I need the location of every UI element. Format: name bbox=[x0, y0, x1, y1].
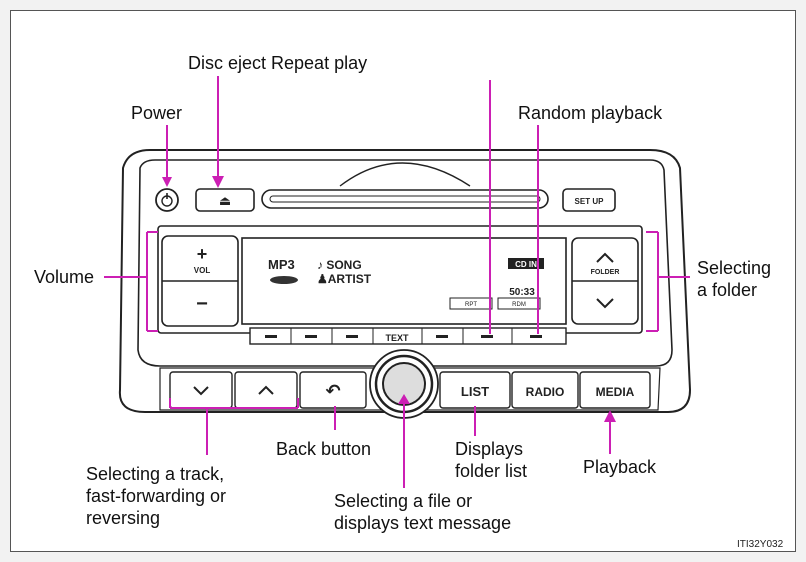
chevron-down-icon bbox=[193, 386, 209, 396]
rpt-box bbox=[449, 297, 493, 310]
volume-up-button[interactable]: + bbox=[197, 244, 208, 264]
radio-button[interactable] bbox=[511, 371, 579, 409]
label-power: Power bbox=[131, 103, 183, 123]
disc-logo bbox=[270, 276, 298, 284]
text-button-label[interactable]: TEXT bbox=[385, 333, 409, 343]
eject-button[interactable] bbox=[195, 188, 255, 212]
list-label: LIST bbox=[461, 384, 489, 399]
volume-down-button[interactable]: − bbox=[196, 293, 208, 315]
bottom-button-row bbox=[159, 367, 661, 411]
back-button[interactable] bbox=[299, 371, 367, 409]
radio-label: RADIO bbox=[526, 385, 565, 399]
folder-label: FOLDER bbox=[591, 269, 620, 276]
power-button[interactable] bbox=[155, 188, 179, 212]
track-down-button[interactable] bbox=[169, 371, 233, 409]
setup-label: SET UP bbox=[575, 197, 605, 206]
media-label: MEDIA bbox=[596, 385, 635, 399]
rdm-box bbox=[497, 297, 541, 310]
media-button[interactable] bbox=[579, 371, 651, 409]
mp3-indicator: MP3 bbox=[268, 257, 295, 272]
callout-lines bbox=[104, 76, 690, 488]
label-selecting-folder: Selecting a folder bbox=[697, 258, 772, 300]
disc-slot bbox=[261, 189, 549, 209]
label-volume: Volume bbox=[34, 267, 95, 287]
cd-in-text: CD IN bbox=[515, 260, 537, 269]
label-random-playback: Random playback bbox=[518, 103, 663, 123]
folder-up-button[interactable] bbox=[596, 252, 614, 263]
back-arrow-icon: ↶ bbox=[325, 381, 340, 402]
eject-icon: ⏏ bbox=[219, 193, 231, 208]
folder-down-button[interactable] bbox=[596, 298, 614, 309]
label-back-button: Back button bbox=[276, 439, 372, 459]
rdm-text: RDM bbox=[512, 302, 526, 308]
time-text: 50:33 bbox=[509, 287, 535, 298]
disc-slot-arc bbox=[339, 162, 471, 187]
artist-text: ♟ARTIST bbox=[317, 272, 372, 286]
track-up-button[interactable] bbox=[234, 371, 298, 409]
chevron-up-icon bbox=[258, 385, 274, 395]
label-selecting-file: Selecting a file or displays text messag… bbox=[334, 491, 512, 533]
label-selecting-track: Selecting a track, fast-forwarding or re… bbox=[86, 464, 227, 528]
setup-button[interactable] bbox=[562, 188, 616, 212]
figure-code: ITI32Y032 bbox=[737, 539, 784, 550]
song-text: ♪ SONG bbox=[317, 258, 362, 272]
label-displays-folder-list: Displays folder list bbox=[455, 439, 528, 481]
cd-in-badge bbox=[508, 258, 544, 269]
label-playback: Playback bbox=[583, 457, 657, 477]
label-disc-eject-repeat: Disc eject Repeat play bbox=[188, 53, 368, 73]
vol-label: VOL bbox=[194, 266, 211, 275]
rpt-text: RPT bbox=[465, 302, 477, 308]
preset-key-strip bbox=[249, 327, 567, 345]
